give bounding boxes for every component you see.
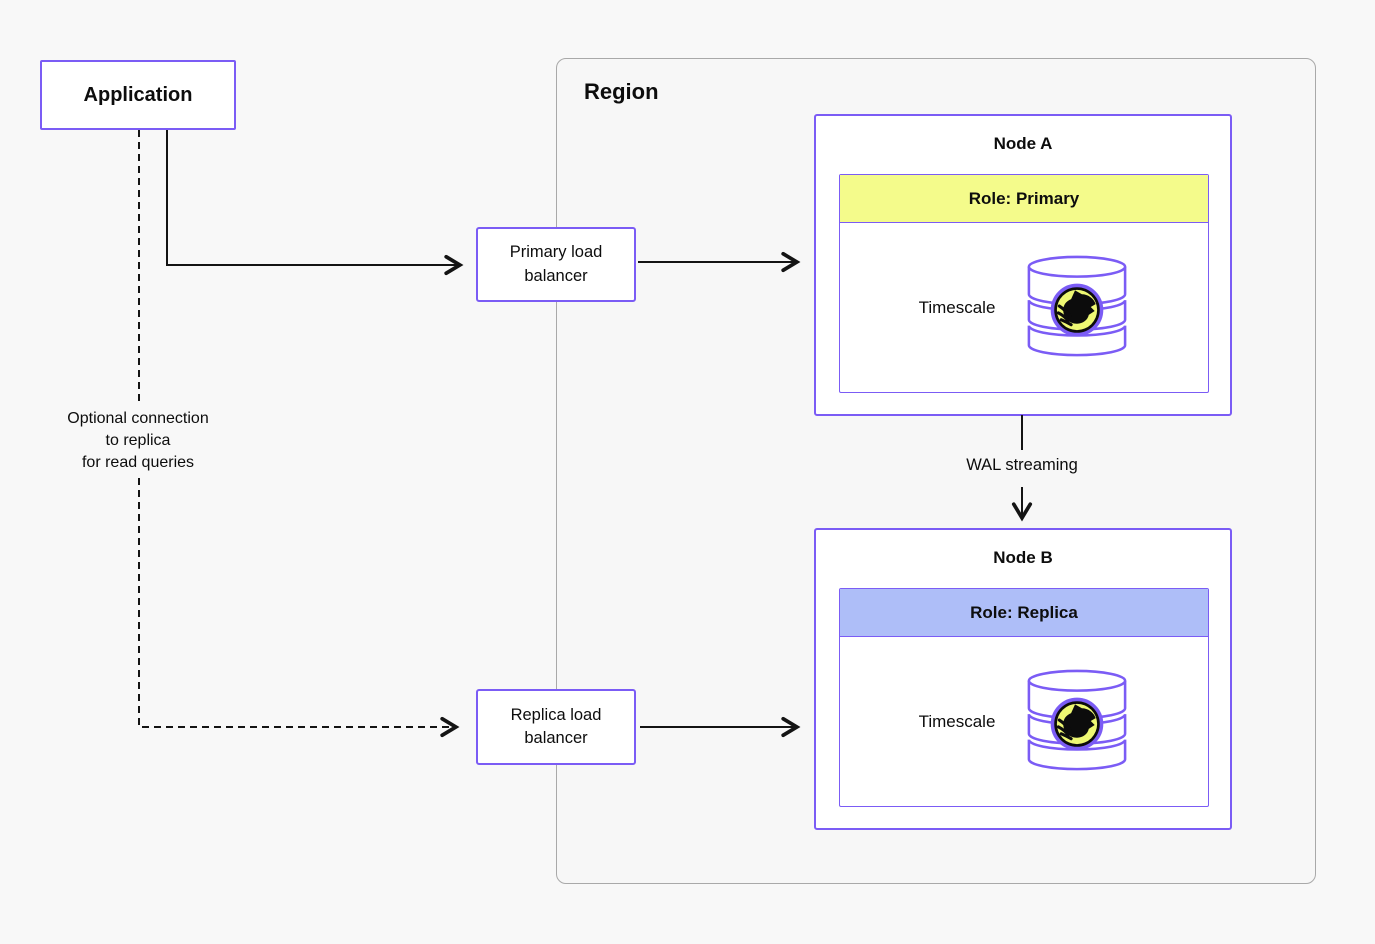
region-label: Region	[584, 79, 659, 104]
wal-streaming-label: WAL streaming	[966, 456, 1078, 474]
region-container: Region Node A Role: Primary Timescale No…	[556, 58, 1316, 884]
node-b-db-label: Timescale	[918, 711, 996, 731]
application-label: Application	[83, 83, 193, 106]
replica-load-balancer-box: Replica load balancer	[476, 689, 636, 765]
app-to-replica-lb-dashed-arrow	[138, 130, 460, 738]
replica-load-balancer-label: Replica load balancer	[510, 705, 602, 747]
node-a-box: Node A Role: Primary Timescale	[814, 114, 1232, 416]
optional-connection-line-1: Optional connection	[67, 410, 209, 427]
node-a-title: Node A	[993, 134, 1053, 153]
node-a-db-label: Timescale	[918, 297, 996, 317]
node-b-box: Node B Role: Replica Timescale	[814, 528, 1232, 830]
primary-load-balancer-label: Primary load balancer	[509, 243, 603, 285]
optional-connection-note: Optional connection to replica for read …	[30, 406, 246, 476]
optional-connection-line-3: for read queries	[81, 454, 195, 471]
node-a-body: Timescale	[840, 223, 1208, 392]
role-banner-replica: Role: Replica	[840, 589, 1208, 637]
app-to-primary-lb-arrow	[166, 130, 464, 276]
optional-connection-line-2: to replica	[105, 432, 171, 449]
node-a-inner-box: Role: Primary Timescale	[839, 174, 1209, 393]
primary-load-balancer-box: Primary load balancer	[476, 227, 636, 302]
node-b-body: Timescale	[840, 637, 1208, 806]
application-box: Application	[40, 60, 236, 130]
node-b-inner-box: Role: Replica Timescale	[839, 588, 1209, 807]
node-b-title: Node B	[993, 548, 1053, 567]
role-banner-primary: Role: Primary	[840, 175, 1208, 223]
